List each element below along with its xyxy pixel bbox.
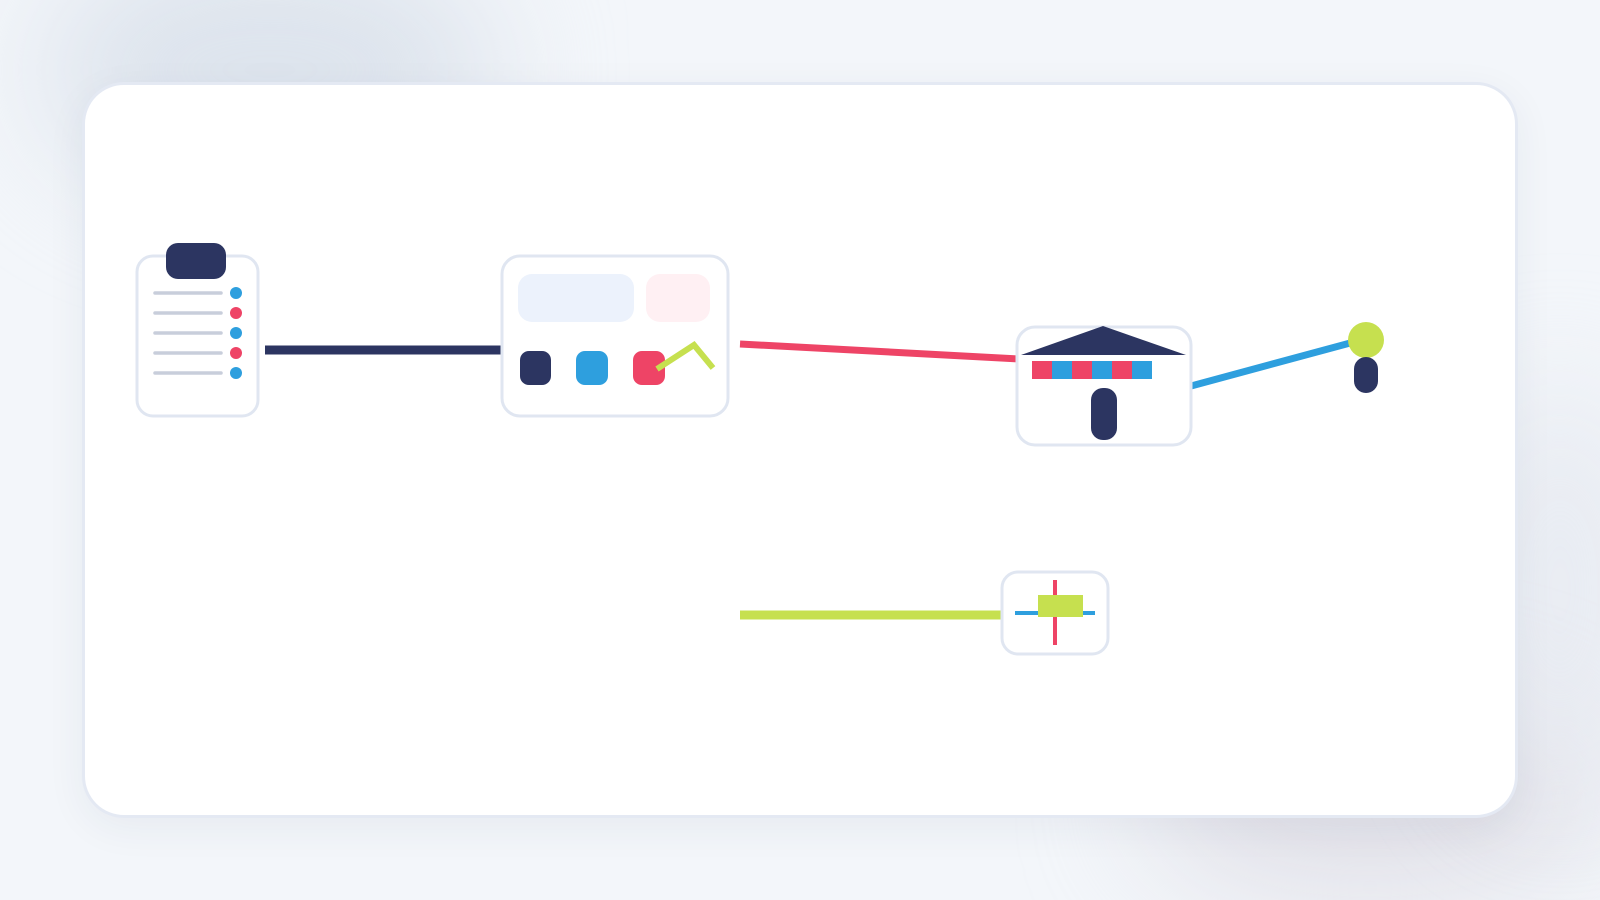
dashboard-tile-blue [576, 351, 608, 385]
checklist-dot [230, 307, 242, 319]
storefront-icon [1021, 326, 1186, 440]
clipboard-clip [166, 243, 226, 279]
crosshair-target-icon [1015, 580, 1095, 645]
dashboard-node[interactable] [500, 254, 730, 418]
person-head [1348, 322, 1384, 358]
dashboard-widgets-icon [518, 274, 716, 385]
diagram-panel [82, 82, 1518, 818]
storefront-node[interactable] [1015, 325, 1193, 447]
connectors [265, 335, 1366, 620]
dashboard-tile-navy [520, 351, 551, 385]
dashboard-banner-blue [518, 274, 634, 322]
person-icon [1348, 322, 1384, 393]
checklist-dot [230, 367, 242, 379]
dashboard-banner-pink [646, 274, 710, 322]
dashboard-tile-red [633, 351, 665, 385]
person-node[interactable] [1348, 322, 1384, 393]
checklist-dot [230, 287, 242, 299]
target-node[interactable] [1000, 570, 1110, 656]
connector-dashboard-to-storefront [739, 340, 1021, 363]
trend-line-icon [655, 341, 716, 372]
target-box [1038, 595, 1083, 617]
storefront-door [1091, 388, 1117, 440]
person-body [1354, 357, 1378, 393]
clipboard-checklist-icon [153, 287, 242, 379]
connector-storefront-to-person [1179, 335, 1366, 393]
storefront-roof [1021, 326, 1186, 355]
checklist-dot [230, 347, 242, 359]
checklist-dot [230, 327, 242, 339]
clipboard-node[interactable] [135, 243, 260, 418]
